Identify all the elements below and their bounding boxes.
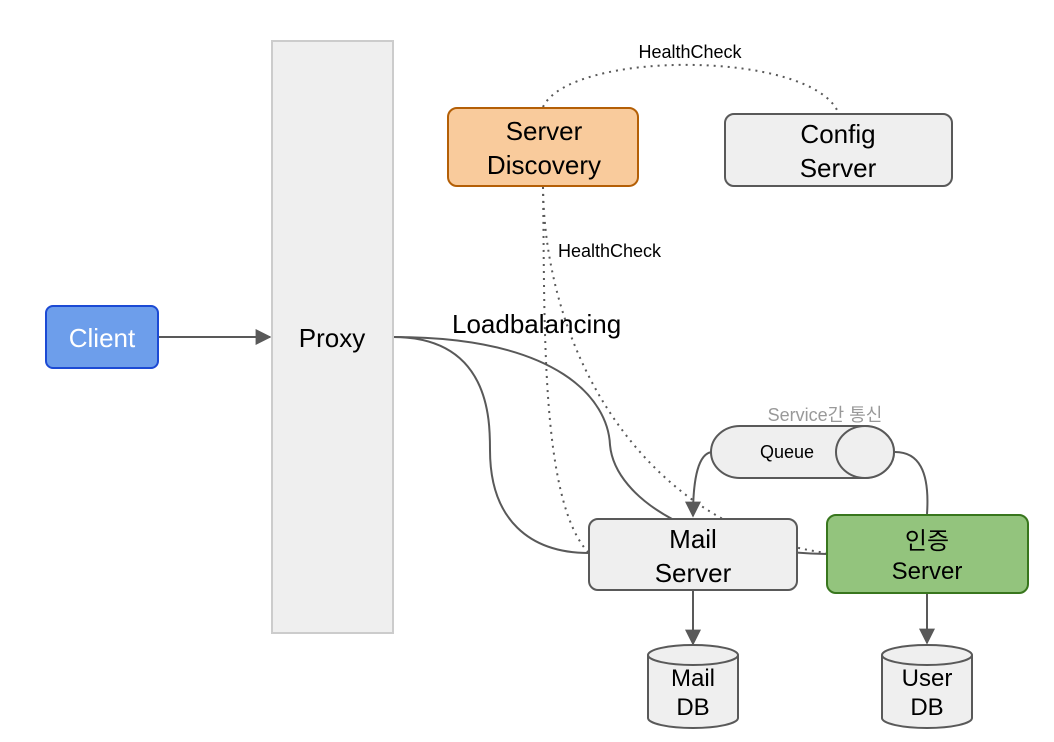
queue-node: Queue xyxy=(710,425,895,479)
config-server-label-line2: Server xyxy=(800,153,877,183)
queue-label: Queue xyxy=(760,442,814,462)
auth-server-node: 인증 Server xyxy=(826,514,1029,594)
mail-db-label-line2: DB xyxy=(676,694,709,721)
healthcheck-top-label: HealthCheck xyxy=(638,42,742,62)
client-label: Client xyxy=(69,323,136,353)
queue-end-cap xyxy=(835,425,895,479)
loadbalancing-label: Loadbalancing xyxy=(452,309,621,339)
client-node: Client xyxy=(45,305,159,369)
proxy-to-mail-connector xyxy=(392,336,590,554)
config-server-label-line1: Config xyxy=(800,119,875,149)
user-db-body xyxy=(881,655,973,729)
user-db-label-line2: DB xyxy=(910,694,943,721)
user-db-label-line1: User xyxy=(902,665,953,692)
mail-db-top xyxy=(647,644,739,666)
queue-to-mail-arrow xyxy=(685,451,714,518)
mail-db-body xyxy=(647,655,739,729)
mail-server-label-line1: Mail xyxy=(669,524,717,554)
user-db-top xyxy=(881,644,973,666)
mail-db-label-line1: Mail xyxy=(671,665,715,692)
service-communication-label: Service간 통신 xyxy=(768,405,883,425)
auth-server-label-line1: 인증 xyxy=(905,528,949,555)
healthcheck-discovery-config-connector xyxy=(542,63,839,113)
proxy-node: Proxy xyxy=(271,40,394,634)
healthcheck-discovery-auth-connector xyxy=(542,186,828,554)
proxy-label: Proxy xyxy=(299,323,365,353)
user-db-node: User DB xyxy=(881,644,973,729)
healthcheck-mid-label: HealthCheck xyxy=(558,241,662,261)
mail-server-label-line2: Server xyxy=(655,558,732,588)
server-discovery-label-line1: Server xyxy=(506,116,583,146)
server-discovery-node: Server Discovery xyxy=(447,107,639,187)
auth-to-queue-connector xyxy=(894,451,929,515)
auth-server-label-line2: Server xyxy=(892,558,963,585)
mail-server-node: Mail Server xyxy=(588,518,798,591)
config-server-node: Config Server xyxy=(724,113,953,187)
server-discovery-label-line2: Discovery xyxy=(487,150,601,180)
mail-db-node: Mail DB xyxy=(647,644,739,729)
